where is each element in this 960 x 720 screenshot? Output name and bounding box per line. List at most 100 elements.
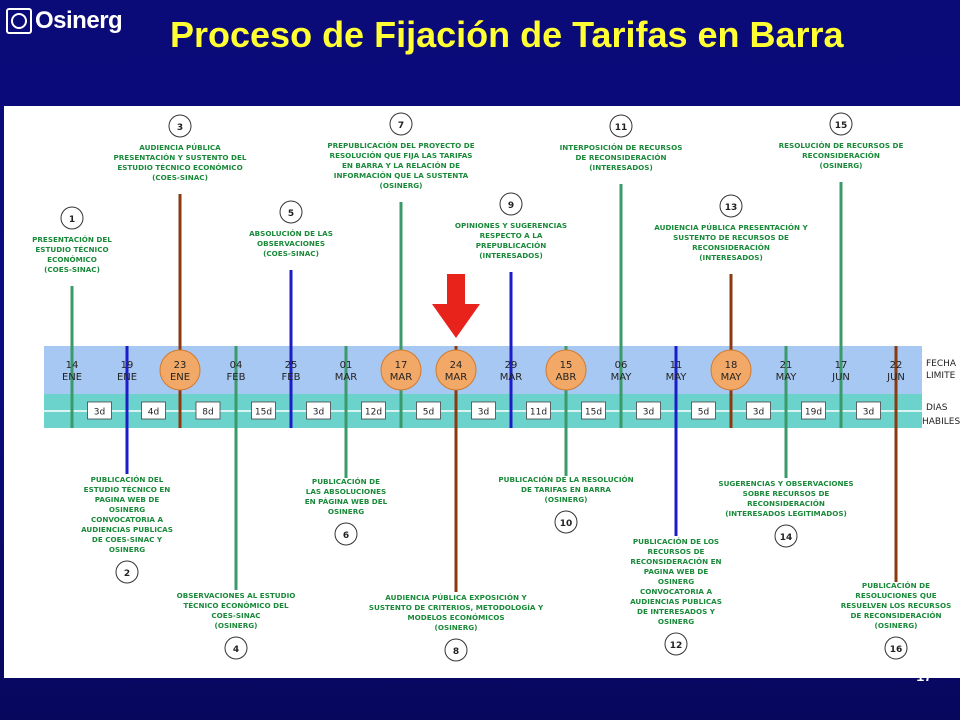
days-box	[87, 401, 112, 420]
milestone-circle-10	[554, 510, 578, 534]
date-month: MAR	[445, 372, 467, 383]
osinerg-logo: Osinerg	[6, 6, 123, 36]
milestone-text-6: PUBLICACIÓN DE	[312, 477, 380, 486]
milestone-text-13: RECONSIDERACIÓN	[692, 243, 770, 252]
date-day: 21	[780, 360, 793, 371]
milestone-number-12: 12	[670, 641, 683, 651]
milestone-text-2: PUBLICACIÓN DEL	[91, 475, 164, 484]
date-day: 06	[615, 360, 628, 371]
date-day: 14	[66, 360, 79, 371]
milestone-text-3: ESTUDIO TÉCNICO ECONÓMICO	[117, 163, 242, 172]
days-box-label: 3d	[313, 408, 324, 418]
fecha-limite-label: FECHA	[926, 359, 957, 369]
days-box-label: 3d	[478, 408, 489, 418]
milestone-circle-3	[168, 114, 192, 138]
milestone-text-16: RESOLUCIONES QUE	[855, 591, 937, 600]
days-box-label: 3d	[94, 408, 105, 418]
days-box	[141, 401, 166, 420]
milestone-text-8: SUSTENTO DE CRITERIOS, METODOLOGÍA Y	[369, 603, 544, 612]
milestone-text-15: (OSINERG)	[820, 161, 863, 170]
milestone-text-11: INTERPOSICIÓN DE RECURSOS	[560, 143, 683, 152]
milestone-number-2: 2	[124, 569, 130, 579]
milestone-text-1: (COES-SINAC)	[44, 265, 100, 274]
date-day: 25	[285, 360, 298, 371]
milestone-text-15: RECONSIDERACIÓN	[802, 151, 880, 160]
milestone-text-9: OPINIONES Y SUGERENCIAS	[455, 221, 567, 230]
date-day: 22	[890, 360, 903, 371]
milestone-text-16: RESUELVEN LOS RECURSOS	[841, 601, 952, 610]
days-box-label: 8d	[202, 408, 213, 418]
milestone-text-16: PUBLICACIÓN DE	[862, 581, 930, 590]
milestone-number-11: 11	[615, 123, 628, 133]
date-day: 18	[725, 360, 738, 371]
milestone-text-7: INFORMACIÓN QUE LA SUSTENTA	[334, 171, 469, 180]
milestone-text-12: PAGINA WEB DE	[644, 567, 709, 576]
days-box	[581, 401, 606, 420]
days-box-label: 15d	[585, 408, 602, 418]
milestone-text-9: RESPECTO A LA	[480, 231, 543, 240]
milestone-circle-9	[499, 192, 523, 216]
days-box-label: 4d	[148, 408, 159, 418]
milestone-text-16: DE RECONSIDERACIÓN	[850, 611, 941, 620]
milestone-text-7: EN BARRA Y LA RELACIÓN DE	[342, 161, 460, 170]
date-month: ENE	[117, 372, 137, 383]
milestone-circle-15	[829, 112, 853, 136]
page-number: 17	[916, 668, 932, 684]
date-day: 04	[230, 360, 243, 371]
milestone-text-13: AUDIENCIA PÚBLICA PRESENTACIÓN Y	[654, 223, 808, 232]
milestone-text-12: DE INTERESADOS Y	[637, 607, 716, 616]
days-box	[251, 401, 276, 420]
date-day: 11	[670, 360, 683, 371]
date-month: MAY	[721, 372, 743, 383]
milestone-text-13: (INTERESADOS)	[699, 253, 763, 262]
milestone-text-1: ESTUDIO TÉCNICO	[35, 245, 108, 254]
date-day: 29	[505, 360, 518, 371]
days-box	[801, 401, 826, 420]
date-day: 17	[395, 360, 408, 371]
milestone-circle-4	[224, 636, 248, 660]
days-box	[361, 401, 386, 420]
days-box-label: 5d	[698, 408, 709, 418]
milestone-text-10: PUBLICACIÓN DE LA RESOLUCIÓN	[498, 475, 633, 484]
milestone-number-9: 9	[508, 201, 514, 211]
milestone-text-1: PRESENTACIÓN DEL	[32, 235, 112, 244]
highlight-date-circle	[545, 349, 587, 391]
days-box	[416, 401, 441, 420]
days-box-label: 3d	[863, 408, 874, 418]
milestone-circle-12	[664, 632, 688, 656]
highlight-date-circle	[710, 349, 752, 391]
milestone-text-12: OSINERG	[658, 577, 694, 586]
dias-habiles-label: DIAS	[926, 403, 948, 413]
milestone-text-3: PRESENTACIÓN Y SUSTENTO DEL	[114, 153, 247, 162]
dias-habiles-label: HABILES	[922, 417, 960, 427]
milestone-circle-8	[444, 638, 468, 662]
milestone-text-4: COES-SINAC	[211, 611, 260, 620]
milestone-text-12: AUDIENCIAS PUBLICAS	[630, 597, 722, 606]
page-title: Proceso de Fijación de Tarifas en Barra	[170, 14, 844, 55]
highlight-date-circle	[159, 349, 201, 391]
milestone-text-2: CONVOCATORIA A	[91, 515, 164, 524]
milestone-text-9: (INTERESADOS)	[479, 251, 543, 260]
milestone-number-7: 7	[398, 121, 404, 131]
milestone-text-2: OSINERG	[109, 505, 145, 514]
days-box	[856, 401, 881, 420]
milestone-text-11: (INTERESADOS)	[589, 163, 653, 172]
highlight-date-circle	[435, 349, 477, 391]
date-month: MAY	[666, 372, 688, 383]
milestone-text-6: EN PÁGINA WEB DEL	[305, 497, 388, 506]
milestone-text-12: RECURSOS DE	[648, 547, 705, 556]
days-box-label: 12d	[365, 408, 382, 418]
milestone-text-14: SUGERENCIAS Y OBSERVACIONES	[718, 479, 853, 488]
milestone-text-10: DE TARIFAS EN BARRA	[521, 485, 611, 494]
days-box	[195, 401, 221, 420]
days-box	[471, 401, 496, 420]
milestone-text-7: RESOLUCIÓN QUE FIJA LAS TARIFAS	[330, 151, 473, 160]
highlight-date-circle	[380, 349, 422, 391]
milestone-text-9: PREPUBLICACIÓN	[476, 241, 546, 250]
fecha-limite-label: LIMITE	[926, 371, 956, 381]
milestone-text-2: PAGINA WEB DE	[95, 495, 160, 504]
milestone-text-13: SUSTENTO DE RECURSOS DE	[673, 233, 789, 242]
milestone-text-8: (OSINERG)	[435, 623, 478, 632]
milestone-number-8: 8	[453, 647, 459, 657]
